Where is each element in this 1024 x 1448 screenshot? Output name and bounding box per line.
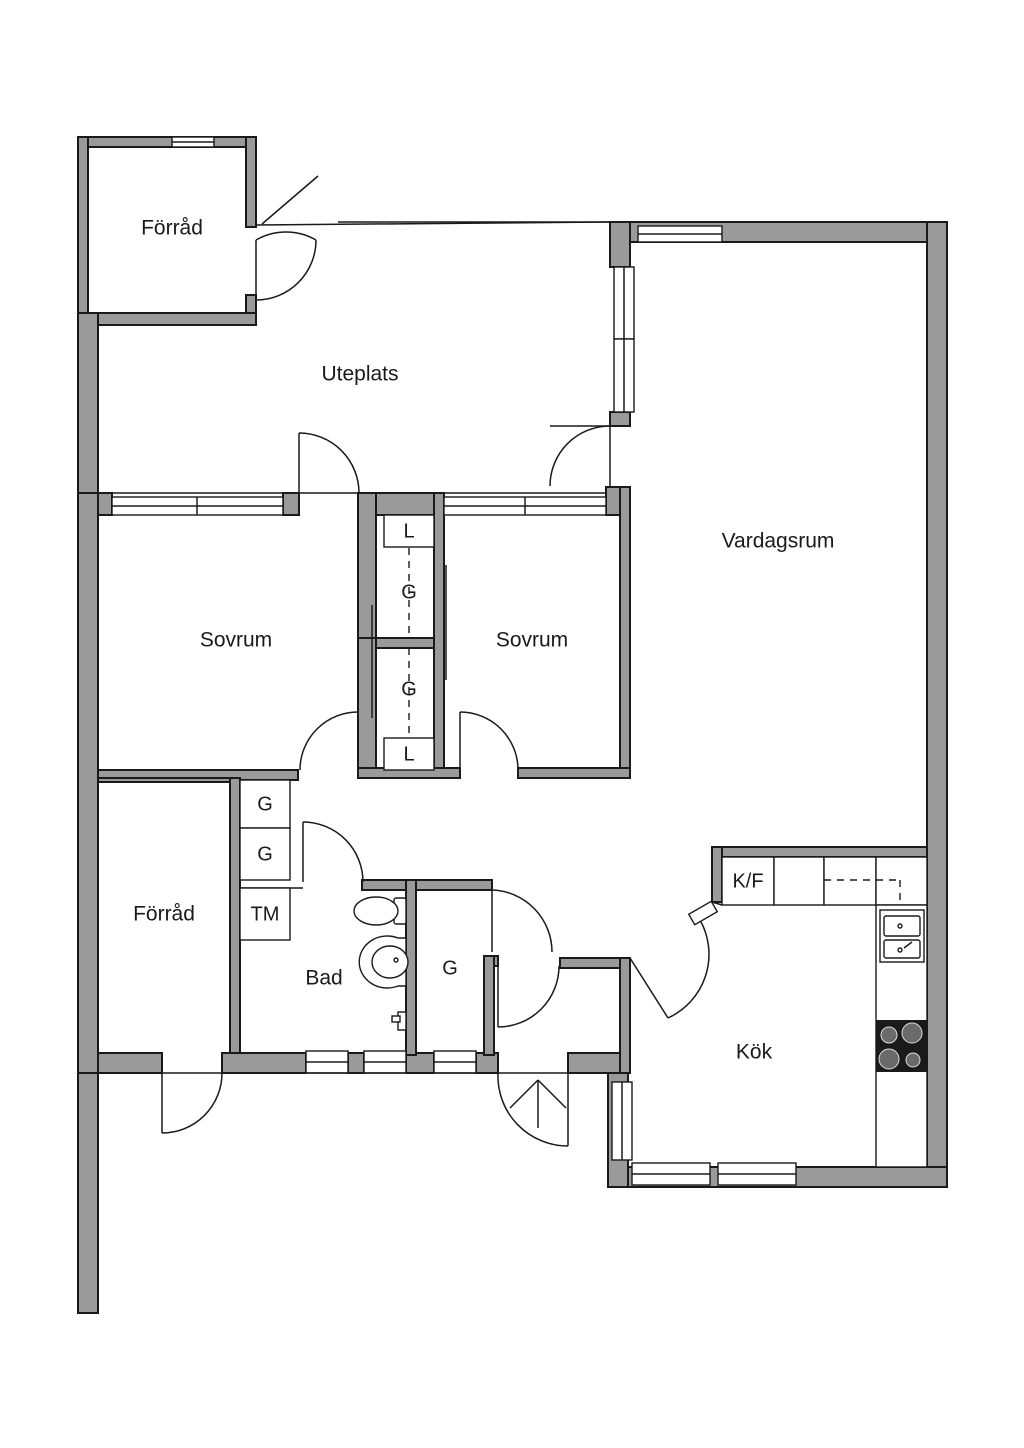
wall-kitchen-west-stub (711, 846, 723, 903)
wall-bedrooms-north-mid (282, 492, 300, 516)
door-kitchen (667, 919, 710, 1019)
bath-sink-icon (358, 935, 409, 989)
label-forrad-top: Förråd (141, 217, 203, 240)
wall-entry-closet-east (483, 955, 495, 1056)
wall-entry-closet-north (415, 879, 493, 891)
wall-storage-top-south (77, 312, 257, 326)
wall-kitchen-north (711, 846, 928, 858)
wall-bath-north (361, 879, 409, 891)
label-vardagsrum: Vardagsrum (722, 530, 835, 553)
label-sovrum-left: Sovrum (200, 629, 272, 652)
closet-hall-1 (239, 779, 291, 829)
counter-top-1 (773, 856, 825, 906)
label-bad: Bad (305, 967, 342, 990)
door-entry-closet (491, 889, 553, 953)
wall-west-exterior (77, 312, 99, 494)
washer-box (239, 887, 291, 941)
door-patio-living (549, 425, 611, 487)
label-wardrobe-hall-2: G (257, 843, 273, 865)
thin-lines (98, 221, 628, 1074)
door-patio-bedroom (298, 432, 360, 494)
wall-storage-bottom-north (97, 777, 239, 783)
closet-hall-2 (239, 827, 291, 881)
wall-closet-right (433, 492, 445, 779)
door-storage-top (255, 231, 317, 301)
label-wardrobe-top: G (401, 581, 417, 603)
label-wardrobe-entry: G (442, 957, 458, 979)
closet-labels: L G G L G G TM G K/F (251, 520, 764, 979)
wall-closet-left-lower (357, 637, 377, 779)
windows (111, 136, 797, 1186)
door-bath (302, 821, 364, 883)
label-wardrobe-middle: G (401, 678, 417, 700)
room-labels: Förråd Uteplats Vardagsrum Sovrum Sovrum… (133, 217, 834, 1064)
wall-storage-top-north (77, 136, 257, 148)
wall-west-lower (77, 1072, 99, 1314)
toilet-icon (353, 896, 407, 926)
closet-linen-bottom (383, 737, 435, 771)
wall-closet-middle (375, 637, 435, 649)
shower-icon (391, 1011, 407, 1031)
wall-west-mid (77, 492, 99, 1074)
wall-living-west-top (609, 221, 631, 268)
label-uteplats: Uteplats (321, 363, 398, 386)
kitchen-sink-icon (879, 909, 925, 963)
wall-living-west-mid (609, 411, 631, 427)
door-bedroom-right (459, 711, 519, 771)
walls (77, 136, 948, 1314)
wall-east-exterior (926, 221, 948, 1188)
door-entry-inner (497, 965, 560, 1028)
closets (239, 514, 435, 1031)
wall-entry-stub (493, 955, 499, 967)
door-main-entrance (497, 1072, 569, 1147)
doors (161, 175, 719, 1147)
counter-top-2 (823, 856, 877, 906)
wall-entry-east (619, 957, 631, 1074)
wall-closet-left (357, 492, 377, 639)
kitchen (711, 856, 928, 1168)
wall-south-bath (221, 1052, 307, 1074)
label-wardrobe-hall-1: G (257, 793, 273, 815)
label-kok: Kök (736, 1041, 773, 1064)
wall-south-bath-2 (347, 1052, 365, 1074)
label-sovrum-right: Sovrum (496, 629, 568, 652)
label-linen-top: L (403, 520, 414, 542)
counter-top-3 (875, 856, 928, 906)
wall-bedrooms-north-left (97, 492, 113, 516)
label-linen-bottom: L (403, 743, 414, 765)
door-storage-bottom (161, 1072, 223, 1134)
wall-bedrooms-south-right (517, 767, 631, 779)
stove-icon (876, 1020, 927, 1072)
wall-south-storage (97, 1052, 163, 1074)
wall-storage-top-west (77, 136, 89, 328)
label-fridge-freezer: K/F (732, 870, 763, 892)
wall-storage-bottom-east (229, 777, 241, 1074)
label-forrad-bottom: Förråd (133, 903, 195, 926)
label-washer: TM (251, 903, 280, 925)
closet-linen-top (383, 514, 435, 548)
wall-bedroom-right-east (619, 486, 631, 778)
door-bedroom-left (299, 711, 359, 771)
wall-storage-top-east (245, 136, 257, 228)
entrance-arrow-icon (509, 1079, 567, 1128)
